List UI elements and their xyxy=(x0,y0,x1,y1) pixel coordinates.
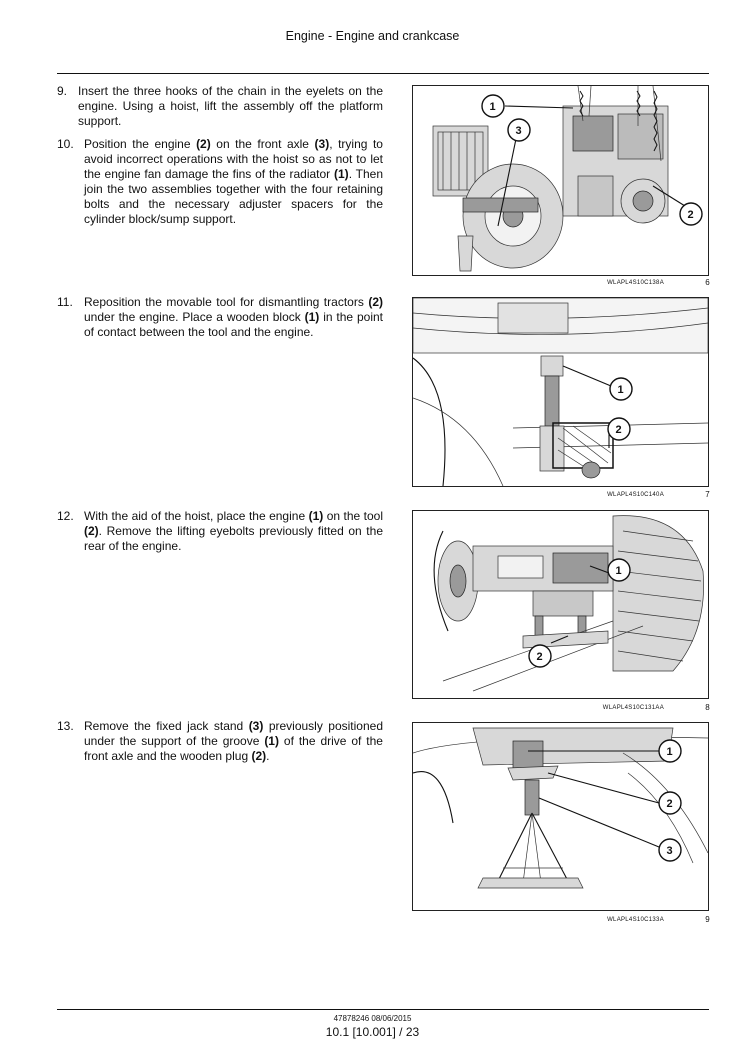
wooden-plug-shape xyxy=(507,765,559,781)
callout-3: 3 xyxy=(507,118,531,142)
step-text-run: Reposition the movable tool for dismantl… xyxy=(84,295,369,309)
svg-text:1: 1 xyxy=(490,101,496,113)
figure-9-jack-stand: 1 2 3 xyxy=(412,722,709,911)
callout-1: 1 xyxy=(658,739,682,763)
figure-7-tool-under-engine: 1 2 xyxy=(412,297,709,487)
reference-callout: (1) xyxy=(304,310,320,324)
header-rule xyxy=(57,73,709,74)
wooden-block-shape xyxy=(540,355,564,377)
figure-code: WLAPL4S10C131AA xyxy=(602,705,664,711)
reference-callout: (1) xyxy=(264,734,279,748)
svg-text:2: 2 xyxy=(667,798,673,810)
figure-number: 9 xyxy=(705,915,710,924)
callout-2: 2 xyxy=(528,644,552,668)
figure-code: WLAPL4S10C133A xyxy=(607,917,664,923)
reference-callout: (2) xyxy=(368,295,383,309)
step-number: 9. xyxy=(57,84,68,98)
step-number: 10. xyxy=(57,137,74,151)
step-text-run: under the engine. Place a wooden block xyxy=(84,310,305,324)
jack-stand-illustration: 1 2 3 xyxy=(413,727,708,889)
step-text-run: . xyxy=(266,749,270,763)
figure-number: 8 xyxy=(705,703,710,712)
step-13: 13. Remove the fixed jack stand (3) prev… xyxy=(57,719,383,764)
figure-6-engine-hoist: 1 3 2 xyxy=(412,85,709,276)
callout-1: 1 xyxy=(607,558,631,582)
step-9: 9. Insert the three hooks of the chain i… xyxy=(57,84,383,129)
step-text: Insert the three hooks of the chain in t… xyxy=(57,84,383,129)
jack-stand-base-shape xyxy=(477,877,584,889)
step-text: With the aid of the hoist, place the eng… xyxy=(57,509,383,554)
reference-callout: (3) xyxy=(248,719,264,733)
step-number: 12. xyxy=(57,509,74,523)
footer-document-info: 47878246 08/06/2015 xyxy=(333,1014,412,1023)
svg-text:1: 1 xyxy=(618,384,624,396)
svg-text:1: 1 xyxy=(616,565,622,577)
figure-code: WLAPL4S10C138A xyxy=(607,280,664,286)
step-text-run: Position the engine xyxy=(84,137,197,151)
step-text-run: in the point of contact between the tool… xyxy=(84,310,383,339)
callout-2: 2 xyxy=(658,791,682,815)
svg-text:2: 2 xyxy=(688,209,694,221)
step-text-run: With the aid of the hoist, place the eng… xyxy=(84,509,309,523)
svg-text:1: 1 xyxy=(667,746,673,758)
svg-text:2: 2 xyxy=(616,424,622,436)
reference-callout: (1) xyxy=(308,509,324,523)
svg-text:3: 3 xyxy=(667,845,673,857)
reference-callout: (3) xyxy=(314,137,330,151)
callout-2: 2 xyxy=(679,202,703,226)
step-text-run: , trying to avoid incorrect operations w… xyxy=(84,137,383,181)
step-text-run: of the drive of the front axle and the w… xyxy=(84,734,383,763)
step-number: 11. xyxy=(57,295,73,309)
svg-text:2: 2 xyxy=(537,651,543,663)
figure-number: 7 xyxy=(705,490,710,499)
reference-callout: (2) xyxy=(84,524,99,538)
engine-on-tool-illustration: 1 2 xyxy=(433,515,704,692)
step-text-run: on the tool xyxy=(323,509,383,523)
reference-callout: (1) xyxy=(334,167,349,181)
step-text-run: . Then join the two assemblies together … xyxy=(84,167,383,226)
step-12: 12. With the aid of the hoist, place the… xyxy=(57,509,383,554)
tool-under-engine-illustration: 1 2 xyxy=(413,298,708,486)
svg-text:3: 3 xyxy=(516,125,522,137)
step-text-run: previously positioned under the support … xyxy=(84,719,384,748)
footer-rule xyxy=(57,1009,709,1010)
step-text: Position the engine (2) on the front axl… xyxy=(57,137,383,227)
reference-callout: (2) xyxy=(196,137,211,151)
step-text-run: Insert the three hooks of the chain in t… xyxy=(78,84,383,128)
step-text-run: Remove the fixed jack stand xyxy=(84,719,249,733)
step-text-run: on the front axle xyxy=(210,137,315,151)
step-11: 11. Reposition the movable tool for dism… xyxy=(57,295,383,340)
callout-2: 2 xyxy=(607,417,631,441)
step-number: 13. xyxy=(57,719,74,733)
callout-1: 1 xyxy=(481,94,505,118)
engine-hoist-illustration: 1 3 2 xyxy=(432,86,703,272)
figure-number: 6 xyxy=(705,278,710,287)
footer-page-number: 10.1 [10.001] / 23 xyxy=(325,1025,420,1039)
callout-3: 3 xyxy=(658,838,682,862)
figure-code: WLAPL4S10C140A xyxy=(607,492,664,498)
callout-1: 1 xyxy=(609,377,633,401)
figure-8-engine-on-tool: 1 2 xyxy=(412,510,709,699)
page-header-title: Engine - Engine and crankcase xyxy=(285,29,460,43)
step-text: Reposition the movable tool for dismantl… xyxy=(57,295,383,340)
step-text-run: . Remove the lifting eyebolts previously… xyxy=(84,524,383,553)
step-text: Remove the fixed jack stand (3) previous… xyxy=(57,719,383,764)
step-10: 10. Position the engine (2) on the front… xyxy=(57,137,383,227)
reference-callout: (2) xyxy=(251,749,267,763)
